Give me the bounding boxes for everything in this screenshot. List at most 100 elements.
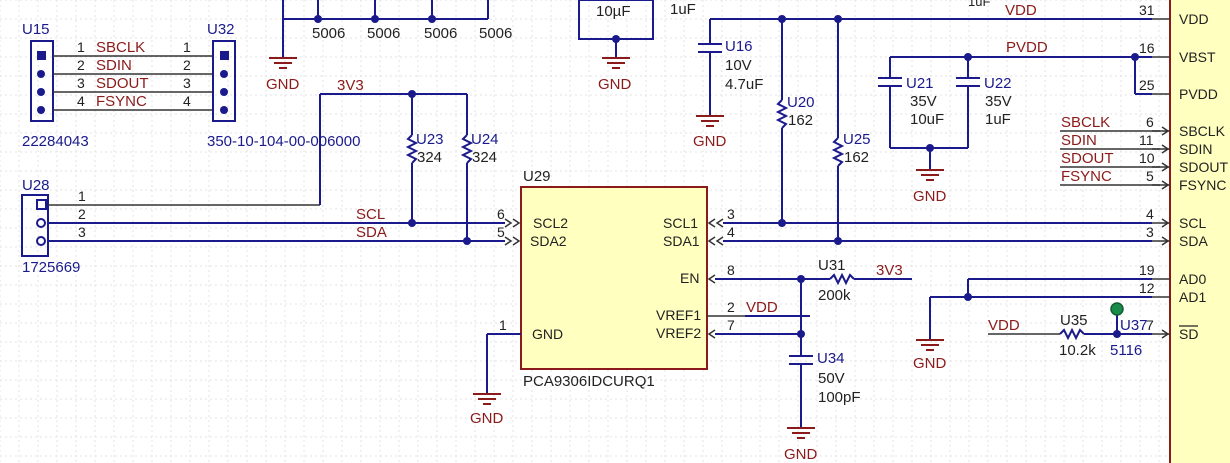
gnd-label: GND [266, 76, 300, 93]
cap-value: 4.7uF [725, 76, 763, 93]
i2c-bus-main [723, 219, 1152, 245]
pin-name: VBST [1179, 49, 1216, 65]
testpoint-value: 5116 [1110, 342, 1142, 359]
resistor-ref: U35 [1060, 312, 1088, 329]
top-cap-10uf: 10µF GND 1uF [578, 0, 696, 93]
pin-name: AD1 [1179, 289, 1206, 305]
gnd-label: GND [913, 188, 947, 205]
vdd-rail: VDD 1uF U16 10V 4.7uF GND U20 162 U25 16… [693, 0, 1152, 241]
resistor-ref: U31 [818, 257, 846, 274]
pin-number: 2 [77, 57, 85, 73]
cap-ref: U34 [817, 350, 845, 367]
junction [314, 15, 322, 23]
connector-part: 350-10-104-00-006000 [207, 133, 360, 150]
pin-name: SDA [1179, 233, 1208, 249]
pin-number: 1 [183, 39, 191, 55]
connector-ref: U32 [207, 21, 235, 38]
i2c-lines: 3V3 1 2 3 SCL SDA U23 324 U24 324 [48, 77, 505, 245]
connector-u15: U15 22284043 [22, 21, 89, 150]
pin-name: SDA2 [530, 233, 567, 249]
pin-number: 5 [497, 224, 505, 240]
pin-number: 4 [1146, 206, 1154, 222]
pin-number: 6 [497, 206, 505, 222]
cap-voltage: 10V [725, 57, 752, 74]
resistor-value: 162 [788, 112, 813, 129]
pin-number: 1 [499, 317, 507, 333]
cap-value: 1uF [985, 111, 1011, 128]
pin-name: SDIN [1179, 141, 1212, 157]
pin-name: SCL1 [663, 215, 698, 231]
net-label: FSYNC [1061, 168, 1112, 185]
cap-ref: U16 [725, 38, 753, 55]
pin-number: 5 [1146, 168, 1154, 184]
main-ic-pins: 31VDD16VBST25PVDD6SBCLK11SDIN10SDOUT5FSY… [1139, 2, 1228, 342]
pin-name: SCL2 [533, 215, 568, 231]
pin-number: 1 [77, 39, 85, 55]
connector-u32: U32 350-10-104-00-006000 [207, 21, 360, 150]
pin-name: EN [680, 270, 699, 286]
cap-value: 10µF [596, 3, 631, 20]
pin-number: 7 [727, 317, 735, 333]
resistor-ref: U25 [843, 131, 871, 148]
connector-part: 1725669 [22, 259, 80, 276]
cap-ref: U22 [984, 75, 1012, 92]
resistor-value: 200k [818, 287, 851, 304]
gnd-label: GND [913, 355, 947, 372]
pin-number: 3 [727, 206, 735, 222]
pin-number: 6 [1146, 114, 1154, 130]
pin-name: SD [1179, 326, 1198, 342]
connector-ref: U28 [22, 177, 50, 194]
pin-name: VDD [1179, 11, 1209, 27]
ground-symbol [473, 393, 501, 405]
pin-number: 12 [1139, 280, 1155, 296]
ground-symbol [696, 115, 724, 127]
pin-arrow [1161, 144, 1170, 154]
pin-number: 8 [727, 262, 735, 278]
pin-arrow [1161, 236, 1170, 246]
testpoint-ref: U37 [1120, 317, 1148, 334]
pin-name: AD0 [1179, 271, 1206, 287]
pin-arrow [1161, 218, 1170, 228]
resistor-value: 10.2k [1059, 342, 1096, 359]
net-label: FSYNC [96, 93, 147, 110]
pin-name: SDA1 [663, 233, 700, 249]
address-pins: GND [913, 278, 1152, 372]
resistor-value: 5006 [424, 25, 457, 42]
top-partial-label: 1uF [968, 0, 990, 9]
cap-ref: U21 [906, 75, 934, 92]
net-label: SDOUT [96, 75, 149, 92]
cap-value: 10uF [910, 111, 944, 128]
gnd-label: GND [693, 133, 727, 150]
resistor-value: 162 [844, 149, 869, 166]
ground-symbol [916, 339, 944, 351]
cap-voltage: 35V [910, 93, 937, 110]
shutdown-network: VDD U35 10.2k U37 5116 [988, 302, 1152, 359]
connector-ref: U15 [22, 21, 50, 38]
ic-ref: U29 [523, 168, 551, 185]
pin-name: FSYNC [1179, 177, 1226, 193]
pin-arrow [1161, 126, 1170, 136]
resistor-ref: U23 [416, 131, 444, 148]
ic-part: PCA9306IDCURQ1 [523, 373, 655, 390]
pin-number: 3 [78, 224, 86, 240]
pin-number: 31 [1139, 2, 1155, 18]
pin-name: VREF2 [656, 325, 701, 341]
pin-number: 1 [78, 188, 86, 204]
net-label: VDD [1005, 2, 1037, 19]
net-label: 3V3 [876, 262, 903, 279]
cap-value: 100pF [818, 389, 861, 406]
gnd-label: GND [784, 446, 818, 463]
resistor-value: 5006 [367, 25, 400, 42]
pin-number: 16 [1139, 40, 1155, 56]
gnd-label: GND [598, 76, 632, 93]
enable-network: U31 200k 3V3 U34 50V 100pF GND [715, 257, 912, 463]
net-label: 3V3 [337, 77, 364, 94]
net-label: VDD [746, 299, 778, 316]
pin-number: 4 [183, 93, 191, 109]
resistor-value: 324 [472, 149, 497, 166]
pin-name: SDOUT [1179, 159, 1228, 175]
ic-u29: U29 PCA9306IDCURQ1 6 5 SCL2 SDA2 GND 1 G… [470, 168, 810, 427]
pin-name: SBCLK [1179, 123, 1226, 139]
pin-name: PVDD [1179, 86, 1218, 102]
